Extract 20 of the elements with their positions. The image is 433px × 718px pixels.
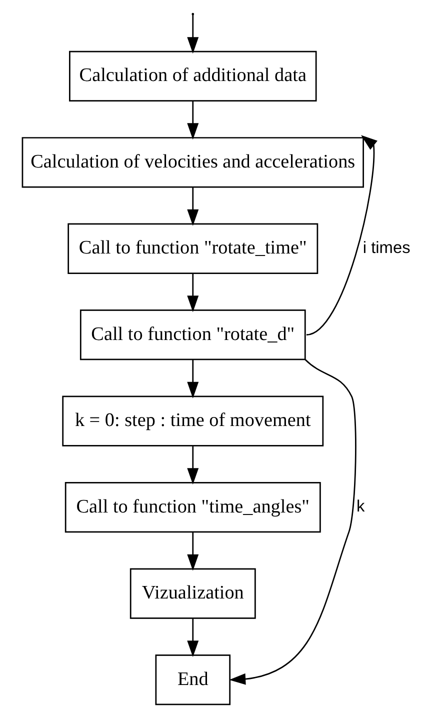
arrow [229,358,356,685]
arrow [187,360,199,398]
node-box: Call to function "rotate_time" [68,223,318,274]
node-box: Call to function "time_angles" [64,482,321,533]
arrow [187,101,199,140]
edge-label: i times [362,238,410,257]
node-box: End [155,654,231,706]
edge-label: k [356,498,365,516]
node-box: Call to function "rotate_d" [80,310,306,360]
node-box: Calculation of velocities and accelerations [22,137,364,188]
arrow [187,14,199,54]
arrow [187,187,199,226]
arrow [187,618,199,658]
arrow [187,274,199,312]
arrow [187,446,199,485]
node-box: Calculation of additional data [69,50,317,102]
node-box: k = 0: step : time of movement [62,396,324,446]
arrow [306,135,378,336]
node-box: Vizualization [130,568,256,619]
arrow [187,532,199,571]
